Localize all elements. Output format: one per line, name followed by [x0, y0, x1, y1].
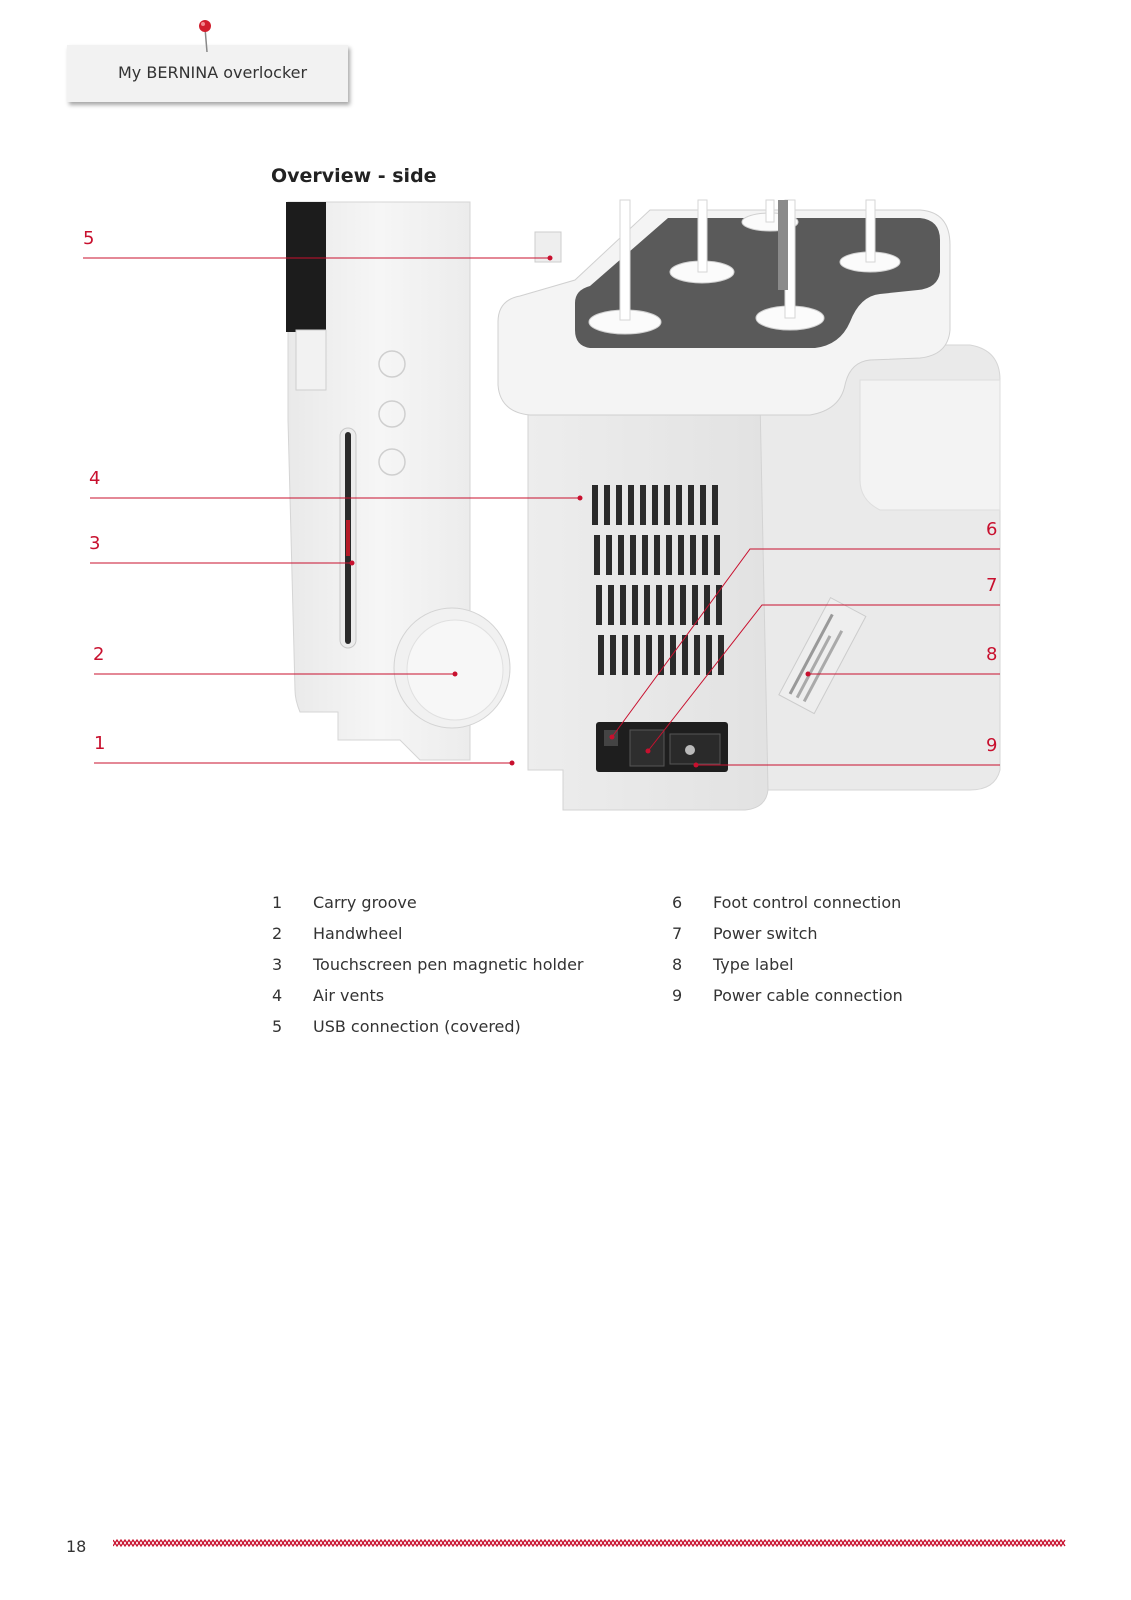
- legend-label: Type label: [713, 955, 794, 974]
- decorative-stitch-border: [113, 1538, 1066, 1548]
- legend-number: 4: [272, 986, 283, 1005]
- callout-7: 7: [986, 575, 998, 596]
- legend-number: 6: [672, 893, 683, 912]
- callout-5: 5: [83, 228, 95, 249]
- legend-label: Touchscreen pen magnetic holder: [313, 955, 584, 974]
- legend-number: 1: [272, 893, 283, 912]
- callout-9: 9: [986, 735, 998, 756]
- legend-label: Power cable connection: [713, 986, 903, 1005]
- legend-label: Air vents: [313, 986, 385, 1005]
- callout-2: 2: [93, 644, 105, 665]
- callout-8: 8: [986, 644, 998, 665]
- pin-icon: [199, 20, 211, 53]
- page-number: 18: [66, 1537, 87, 1556]
- legend-label: USB connection (covered): [313, 1017, 521, 1036]
- legend-number: 5: [272, 1017, 283, 1036]
- callout-6: 6: [986, 519, 998, 540]
- callout-1: 1: [94, 733, 106, 754]
- legend-number: 9: [672, 986, 683, 1005]
- legend-label: Carry groove: [313, 893, 417, 912]
- callout-4: 4: [89, 468, 101, 489]
- section-title: Overview - side: [271, 165, 437, 187]
- legend-number: 7: [672, 924, 683, 943]
- overlocker-side-photo: [83, 199, 1001, 811]
- legend-label: Foot control connection: [713, 893, 902, 912]
- legend-number: 8: [672, 955, 683, 974]
- chapter-tab-label: My BERNINA overlocker: [118, 63, 308, 82]
- callout-3: 3: [89, 533, 101, 554]
- chapter-tab: My BERNINA overlocker: [67, 45, 348, 102]
- legend-number: 2: [272, 924, 283, 943]
- legend-label: Power switch: [713, 924, 818, 943]
- legend-number: 3: [272, 955, 283, 974]
- legend-label: Handwheel: [313, 924, 403, 943]
